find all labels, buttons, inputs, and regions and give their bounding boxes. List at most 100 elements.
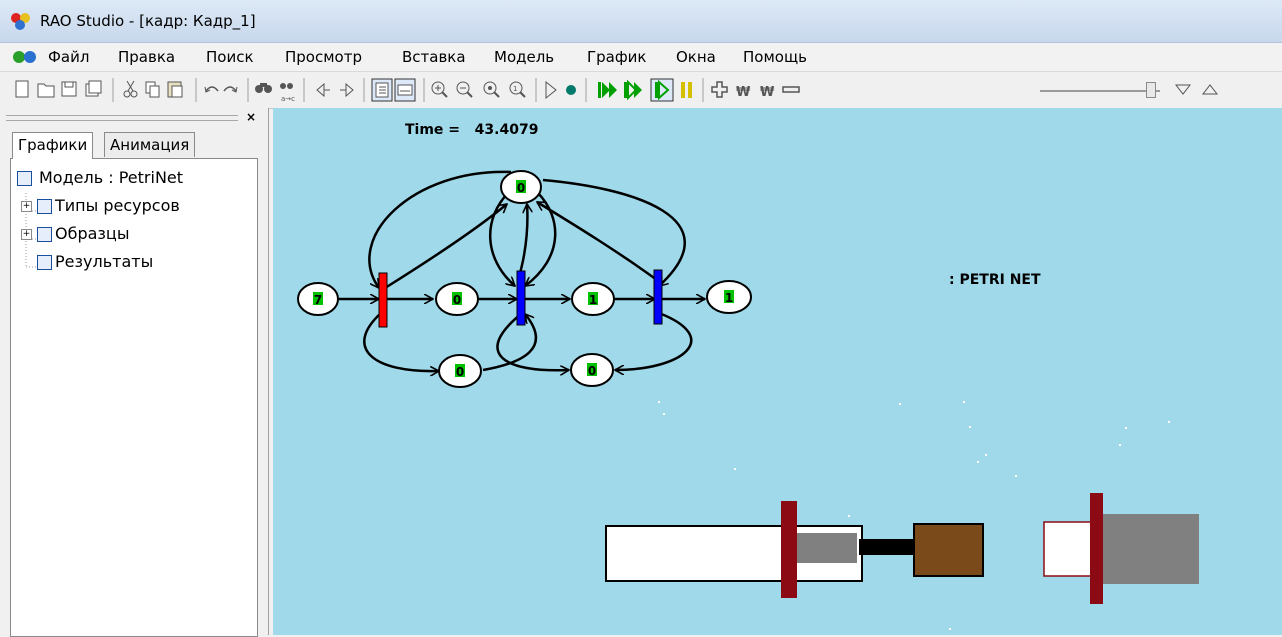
- piston-right: [1090, 493, 1103, 604]
- cylinder-fill: [789, 533, 857, 563]
- place-low2-tokens: 0: [588, 364, 596, 378]
- handle-block: [913, 523, 984, 577]
- animation-canvas: Time = 43.4079 : PETRI NET: [273, 108, 1282, 635]
- tree-item-label: Модель : PetriNet: [39, 168, 184, 187]
- svg-text:a→c: a→c: [281, 95, 295, 103]
- step-frame-icon[interactable]: [650, 78, 674, 102]
- tree-item-label: Образцы: [55, 224, 130, 243]
- right-block: [1098, 514, 1199, 584]
- zoom-out-icon[interactable]: [456, 81, 473, 98]
- transition-2[interactable]: [516, 270, 526, 326]
- save-icon[interactable]: [61, 81, 77, 97]
- undo-icon[interactable]: [204, 86, 219, 93]
- find-icon[interactable]: [255, 83, 272, 93]
- app-icon: [11, 13, 30, 30]
- toolbar: a→c 1 ₩ ₩: [0, 72, 1282, 109]
- back-icon[interactable]: [316, 82, 330, 98]
- time-value: 43.4079: [474, 122, 539, 138]
- copy-icon[interactable]: [145, 81, 160, 98]
- run-icon[interactable]: [545, 80, 557, 100]
- folder-icon: [37, 227, 52, 242]
- menu-view[interactable]: Просмотр: [285, 48, 362, 66]
- view-list-icon[interactable]: [371, 78, 393, 102]
- speed-down-icon[interactable]: [782, 86, 800, 93]
- process-scene: [605, 401, 1199, 630]
- menu-insert[interactable]: Вставка: [402, 48, 466, 66]
- model-icon: [17, 171, 32, 186]
- place-top-tokens: 0: [517, 181, 525, 195]
- model-tree: Модель : PetriNet + Типы ресурсов + Обра…: [10, 158, 258, 637]
- net-label: : PETRI NET: [949, 272, 1041, 288]
- zoom-fit-icon[interactable]: [483, 81, 500, 98]
- place-low2[interactable]: 0: [570, 353, 614, 387]
- cut-icon[interactable]: [123, 80, 138, 98]
- expand-icon[interactable]: +: [21, 201, 32, 212]
- menu-help[interactable]: Помощь: [743, 48, 807, 66]
- scene-dots: [658, 401, 1170, 630]
- panel-grip[interactable]: [6, 115, 238, 121]
- frame-back-icon[interactable]: ₩: [736, 85, 751, 100]
- triangle-down-icon[interactable]: [1174, 84, 1192, 95]
- menu-model[interactable]: Модель: [494, 48, 555, 66]
- place-top[interactable]: 0: [500, 170, 542, 204]
- menu-file[interactable]: Файл: [48, 48, 90, 66]
- slider-track: [1040, 90, 1160, 92]
- transition-1[interactable]: [378, 272, 388, 328]
- view-details-icon[interactable]: [394, 78, 416, 102]
- place-end-tokens: 1: [725, 291, 733, 305]
- close-icon[interactable]: ×: [246, 110, 257, 124]
- left-panel: × Графики Анимация Модель : PetriNet + Т…: [0, 108, 269, 637]
- speed-slider[interactable]: [1040, 80, 1160, 98]
- save-all-icon[interactable]: [85, 80, 102, 97]
- menu-edit[interactable]: Правка: [118, 48, 176, 66]
- expand-icon[interactable]: +: [21, 229, 32, 240]
- arcs: [339, 170, 705, 371]
- folder-icon: [37, 199, 52, 214]
- menu-chart[interactable]: График: [587, 48, 647, 66]
- menu-bar: Файл Правка Поиск Просмотр Вставка Модел…: [0, 43, 1282, 72]
- petri-net: 0 7 0 1 1 0 0: [297, 170, 752, 388]
- paste-icon[interactable]: [167, 81, 183, 98]
- place-mid2-tokens: 1: [589, 293, 597, 307]
- menu-windows[interactable]: Окна: [676, 48, 716, 66]
- frame-forward-icon[interactable]: ₩: [760, 85, 775, 100]
- forward-icon[interactable]: [340, 82, 354, 98]
- title-bar: RAO Studio - [кадр: Кадр_1]: [0, 0, 1282, 43]
- redo-icon[interactable]: [223, 86, 238, 93]
- tab-graphics[interactable]: Графики: [12, 132, 94, 159]
- record-icon[interactable]: [566, 85, 576, 95]
- transition-3[interactable]: [653, 269, 663, 325]
- place-low1[interactable]: 0: [438, 354, 482, 388]
- window-title: RAO Studio - [кадр: Кадр_1]: [40, 12, 256, 30]
- pause-icon[interactable]: [681, 82, 692, 98]
- zoom-in-icon[interactable]: [431, 81, 448, 98]
- replace-icon[interactable]: a→c: [280, 83, 295, 103]
- piston-left: [781, 501, 797, 598]
- place-mid1[interactable]: 0: [435, 282, 479, 316]
- speed-up-icon[interactable]: [711, 81, 728, 98]
- document-icon[interactable]: [12, 48, 38, 66]
- place-low1-tokens: 0: [456, 365, 464, 379]
- tab-animation[interactable]: Анимация: [104, 132, 196, 157]
- triangle-up-icon[interactable]: [1201, 84, 1219, 95]
- time-label: Time =: [405, 122, 461, 138]
- fast-forward-icon[interactable]: [598, 82, 617, 98]
- time-readout: Time = 43.4079: [405, 122, 538, 138]
- menu-search[interactable]: Поиск: [206, 48, 254, 66]
- svg-text:₩: ₩: [736, 85, 751, 100]
- slider-thumb[interactable]: [1146, 82, 1156, 98]
- place-mid2[interactable]: 1: [571, 282, 615, 316]
- zoom-reset-icon[interactable]: 1: [509, 81, 526, 98]
- svg-text:₩: ₩: [760, 85, 775, 100]
- svg-text:1: 1: [513, 85, 517, 93]
- step-forward-icon[interactable]: [624, 79, 642, 101]
- place-start[interactable]: 7: [297, 282, 339, 316]
- open-folder-icon[interactable]: [37, 83, 55, 98]
- place-end[interactable]: 1: [706, 280, 752, 314]
- new-file-icon[interactable]: [15, 80, 29, 98]
- place-start-tokens: 7: [314, 293, 322, 307]
- tree-item-label: Результаты: [55, 252, 154, 271]
- place-mid1-tokens: 0: [453, 293, 461, 307]
- toolbar-icons: a→c 1 ₩ ₩: [15, 78, 1219, 103]
- folder-icon: [37, 255, 52, 270]
